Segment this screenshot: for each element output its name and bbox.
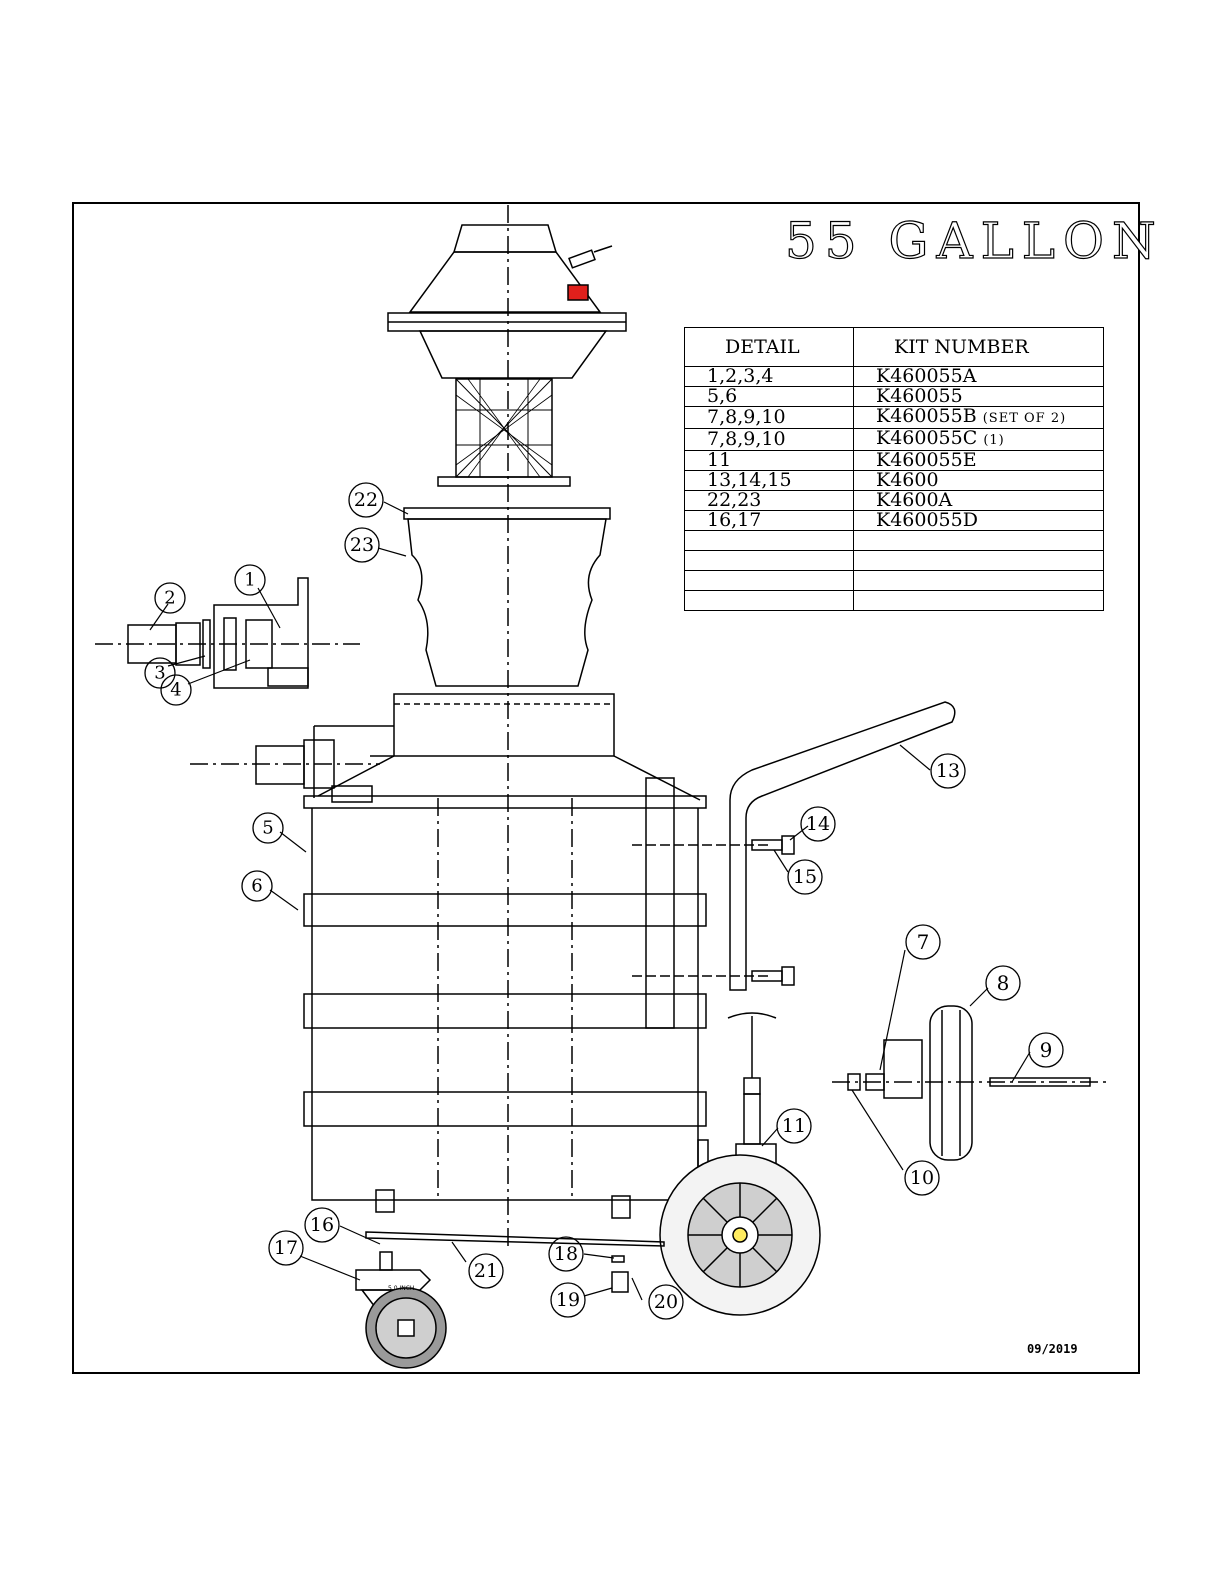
kit-cell: K460055: [854, 387, 1104, 407]
kit-number: K460055C: [876, 427, 977, 449]
callout-18: 18: [554, 1243, 578, 1265]
kit-cell: [854, 551, 1104, 571]
callout-22: 22: [354, 489, 378, 511]
table-row: 22,23 K4600A: [685, 491, 1104, 511]
callout-2: 2: [164, 588, 175, 609]
table-row: 16,17 K460055D: [685, 511, 1104, 531]
callout-4: 4: [170, 680, 181, 701]
callout-7: 7: [917, 930, 930, 954]
table-row: 11 K460055E: [685, 451, 1104, 471]
callout-11: 11: [782, 1115, 806, 1137]
detail-cell: 22,23: [685, 491, 854, 511]
wheel-detail: [832, 1006, 1106, 1160]
detail-cell: 7,8,9,10: [685, 429, 854, 451]
table-row-empty: [685, 551, 1104, 571]
kit-cell: K460055D: [854, 511, 1104, 531]
kit-cell: [854, 531, 1104, 551]
table-header-row: DETAIL KIT NUMBER: [685, 328, 1104, 367]
kit-cell: K460055C (1): [854, 429, 1104, 451]
callout-13: 13: [936, 760, 960, 782]
kit-number: K460055A: [876, 365, 976, 387]
kit-note: (SET OF 2): [983, 411, 1066, 426]
kit-cell: K4600: [854, 471, 1104, 491]
callout-5: 5: [262, 818, 273, 839]
motor-head: [388, 225, 626, 378]
kit-number: K460055B: [876, 405, 977, 427]
detail-cell: 13,14,15: [685, 471, 854, 491]
filter-bag: [404, 508, 610, 686]
callout-1: 1: [244, 570, 255, 591]
callout-labels: 1 2 3 4 5 6 7 8 9 10 11 13 14 15 16 17 1…: [154, 489, 1052, 1313]
table-row: 1,2,3,4 K460055A: [685, 367, 1104, 387]
detail-cell: 1,2,3,4: [685, 367, 854, 387]
table-row-empty: [685, 591, 1104, 611]
callout-19: 19: [556, 1289, 580, 1311]
callout-9: 9: [1040, 1038, 1053, 1062]
kit-number: K460055D: [876, 509, 978, 531]
callout-3: 3: [154, 663, 165, 684]
detail-cell: [685, 591, 854, 611]
detail-cell: 7,8,9,10: [685, 407, 854, 429]
base-plate: [366, 1190, 664, 1292]
table-row: 5,6 K460055: [685, 387, 1104, 407]
rear-wheel: [660, 1155, 820, 1315]
detail-cell: 16,17: [685, 511, 854, 531]
table-row-empty: [685, 531, 1104, 551]
header-detail: DETAIL: [685, 328, 854, 367]
power-switch-icon: [568, 285, 588, 300]
kit-number: K460055: [876, 385, 963, 407]
callout-21: 21: [474, 1260, 498, 1282]
caster-size-label: 5.0 INCH: [388, 1285, 414, 1292]
kit-cell: K460055B (SET OF 2): [854, 407, 1104, 429]
detail-cell: 11: [685, 451, 854, 471]
kit-cell: K4600A: [854, 491, 1104, 511]
detail-cell: [685, 531, 854, 551]
callout-17: 17: [274, 1237, 298, 1259]
header-kit-number: KIT NUMBER: [854, 328, 1104, 367]
inlet-assembly-detail: [95, 578, 360, 688]
detail-cell: [685, 571, 854, 591]
callout-16: 16: [310, 1214, 334, 1236]
callout-6: 6: [251, 876, 262, 897]
kit-cell: K460055E: [854, 451, 1104, 471]
kit-note: (1): [983, 433, 1004, 448]
callout-23: 23: [350, 534, 374, 556]
revision-date: 09/2019: [1027, 1342, 1078, 1356]
callout-20: 20: [654, 1291, 678, 1313]
kit-cell: [854, 591, 1104, 611]
detail-cell: [685, 551, 854, 571]
filter-cage: [438, 379, 570, 486]
kit-cell: [854, 571, 1104, 591]
callout-8: 8: [997, 971, 1010, 995]
callout-10: 10: [910, 1167, 934, 1189]
kit-cell: K460055A: [854, 367, 1104, 387]
diagram-title: 55 GALLON: [785, 212, 1164, 270]
table-row: 13,14,15 K4600: [685, 471, 1104, 491]
callout-15: 15: [793, 866, 817, 888]
callout-14: 14: [806, 813, 830, 835]
table-row-empty: [685, 571, 1104, 591]
detail-cell: 5,6: [685, 387, 854, 407]
brake-lever: [698, 1013, 776, 1176]
tank: [190, 694, 706, 1200]
kit-number: K460055E: [876, 449, 977, 471]
callout-leaders: [150, 502, 1030, 1300]
kit-number: K4600A: [876, 489, 952, 511]
kit-number: K4600: [876, 469, 939, 491]
